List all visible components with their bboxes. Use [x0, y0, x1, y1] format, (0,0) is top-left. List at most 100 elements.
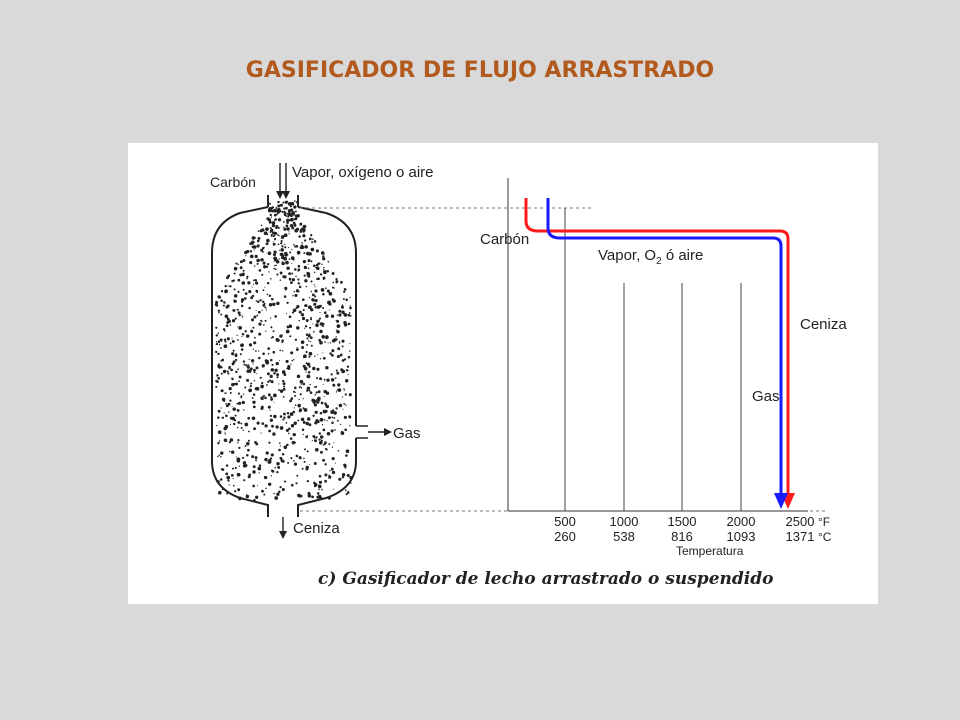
- tick-label-fahrenheit: 2500: [786, 514, 815, 529]
- coal-particle: [286, 411, 290, 415]
- coal-particle: [226, 337, 230, 341]
- coal-particle: [277, 234, 279, 236]
- coal-particle: [252, 484, 256, 488]
- coal-particle: [234, 414, 237, 417]
- coal-particle: [239, 266, 243, 270]
- coal-particle: [266, 238, 270, 243]
- coal-particle: [261, 382, 264, 385]
- coal-particle: [343, 290, 346, 293]
- coal-particle: [322, 255, 325, 258]
- coal-particle: [268, 207, 271, 210]
- coal-particle: [331, 470, 336, 475]
- coal-particle: [328, 443, 331, 446]
- coal-particle: [335, 280, 339, 283]
- coal-particle: [290, 214, 293, 218]
- coal-particle: [314, 286, 316, 288]
- coal-particle: [271, 363, 274, 366]
- coal-particle: [228, 274, 230, 276]
- coal-particle: [238, 375, 242, 379]
- coal-particle: [256, 258, 260, 263]
- coal-particle: [298, 319, 300, 322]
- coal-particle: [293, 462, 298, 466]
- coal-particle: [244, 297, 247, 300]
- coal-particle: [269, 409, 271, 411]
- coal-particle: [314, 295, 317, 298]
- coal-particle: [293, 205, 297, 209]
- coal-particle: [349, 425, 351, 427]
- coal-particle: [333, 416, 336, 419]
- coal-particle: [267, 380, 270, 383]
- coal-particle: [307, 434, 309, 437]
- coal-particle: [286, 313, 288, 315]
- coal-particle: [264, 306, 267, 309]
- coal-particle: [323, 269, 325, 271]
- coal-particle: [293, 421, 297, 425]
- coal-particle: [335, 369, 338, 372]
- coal-particle: [283, 373, 287, 376]
- coal-particle: [315, 323, 319, 328]
- coal-particle: [310, 316, 312, 319]
- coal-particle: [223, 412, 225, 414]
- coal-particle: [287, 461, 290, 464]
- coal-particle: [258, 350, 260, 352]
- coal-particle: [292, 295, 294, 297]
- coal-particle: [309, 391, 313, 394]
- coal-particle: [325, 335, 329, 340]
- coal-particle: [317, 493, 319, 495]
- coal-particle: [253, 371, 256, 374]
- coal-particle: [228, 441, 231, 444]
- coal-particle: [343, 320, 347, 325]
- coal-particle: [272, 350, 276, 354]
- coal-particle: [279, 279, 282, 281]
- coal-particle: [296, 374, 301, 379]
- coal-particle: [327, 260, 330, 263]
- coal-particle: [246, 369, 250, 373]
- coal-particle: [220, 455, 222, 458]
- coal-particle: [215, 326, 218, 329]
- coal-particle: [294, 268, 297, 271]
- coal-particle: [238, 326, 243, 330]
- coal-particle: [271, 470, 275, 473]
- coal-particle: [273, 260, 275, 262]
- coal-particle: [253, 341, 257, 345]
- coal-particle: [216, 424, 218, 427]
- coal-particle: [267, 405, 271, 409]
- coal-particle: [290, 217, 294, 222]
- coal-particle: [311, 495, 314, 499]
- coal-particle: [345, 493, 348, 496]
- coal-particle: [241, 272, 245, 276]
- coal-particle: [310, 280, 313, 283]
- coal-particle: [326, 432, 331, 436]
- coal-particle: [276, 373, 280, 377]
- coal-particle: [336, 324, 341, 328]
- coal-particle: [267, 347, 271, 350]
- coal-particle: [258, 269, 262, 272]
- coal-particle: [292, 410, 296, 414]
- coal-particle: [287, 247, 290, 249]
- coal-particle: [279, 389, 284, 393]
- coal-particle: [270, 278, 272, 280]
- coal-particle: [280, 249, 283, 252]
- coal-particle: [302, 433, 304, 436]
- coal-particle: [309, 383, 311, 386]
- coal-particle: [242, 429, 244, 431]
- coal-particle: [220, 366, 223, 369]
- coal-particle: [217, 416, 220, 419]
- coal-particle: [329, 342, 332, 344]
- coal-particle: [278, 388, 280, 391]
- coal-particle: [272, 302, 276, 307]
- coal-particle: [307, 371, 311, 374]
- coal-particle: [336, 371, 340, 375]
- vessel-ash-label: Ceniza: [293, 520, 340, 537]
- coal-particle: [297, 282, 300, 285]
- coal-particle: [237, 311, 241, 315]
- coal-particle: [306, 343, 309, 346]
- coal-particle: [229, 342, 232, 345]
- coal-particle: [272, 330, 275, 333]
- coal-particle: [269, 317, 272, 319]
- coal-particle: [333, 442, 335, 444]
- coal-particle: [297, 494, 302, 498]
- coal-particle: [268, 271, 270, 273]
- coal-particle: [263, 493, 266, 496]
